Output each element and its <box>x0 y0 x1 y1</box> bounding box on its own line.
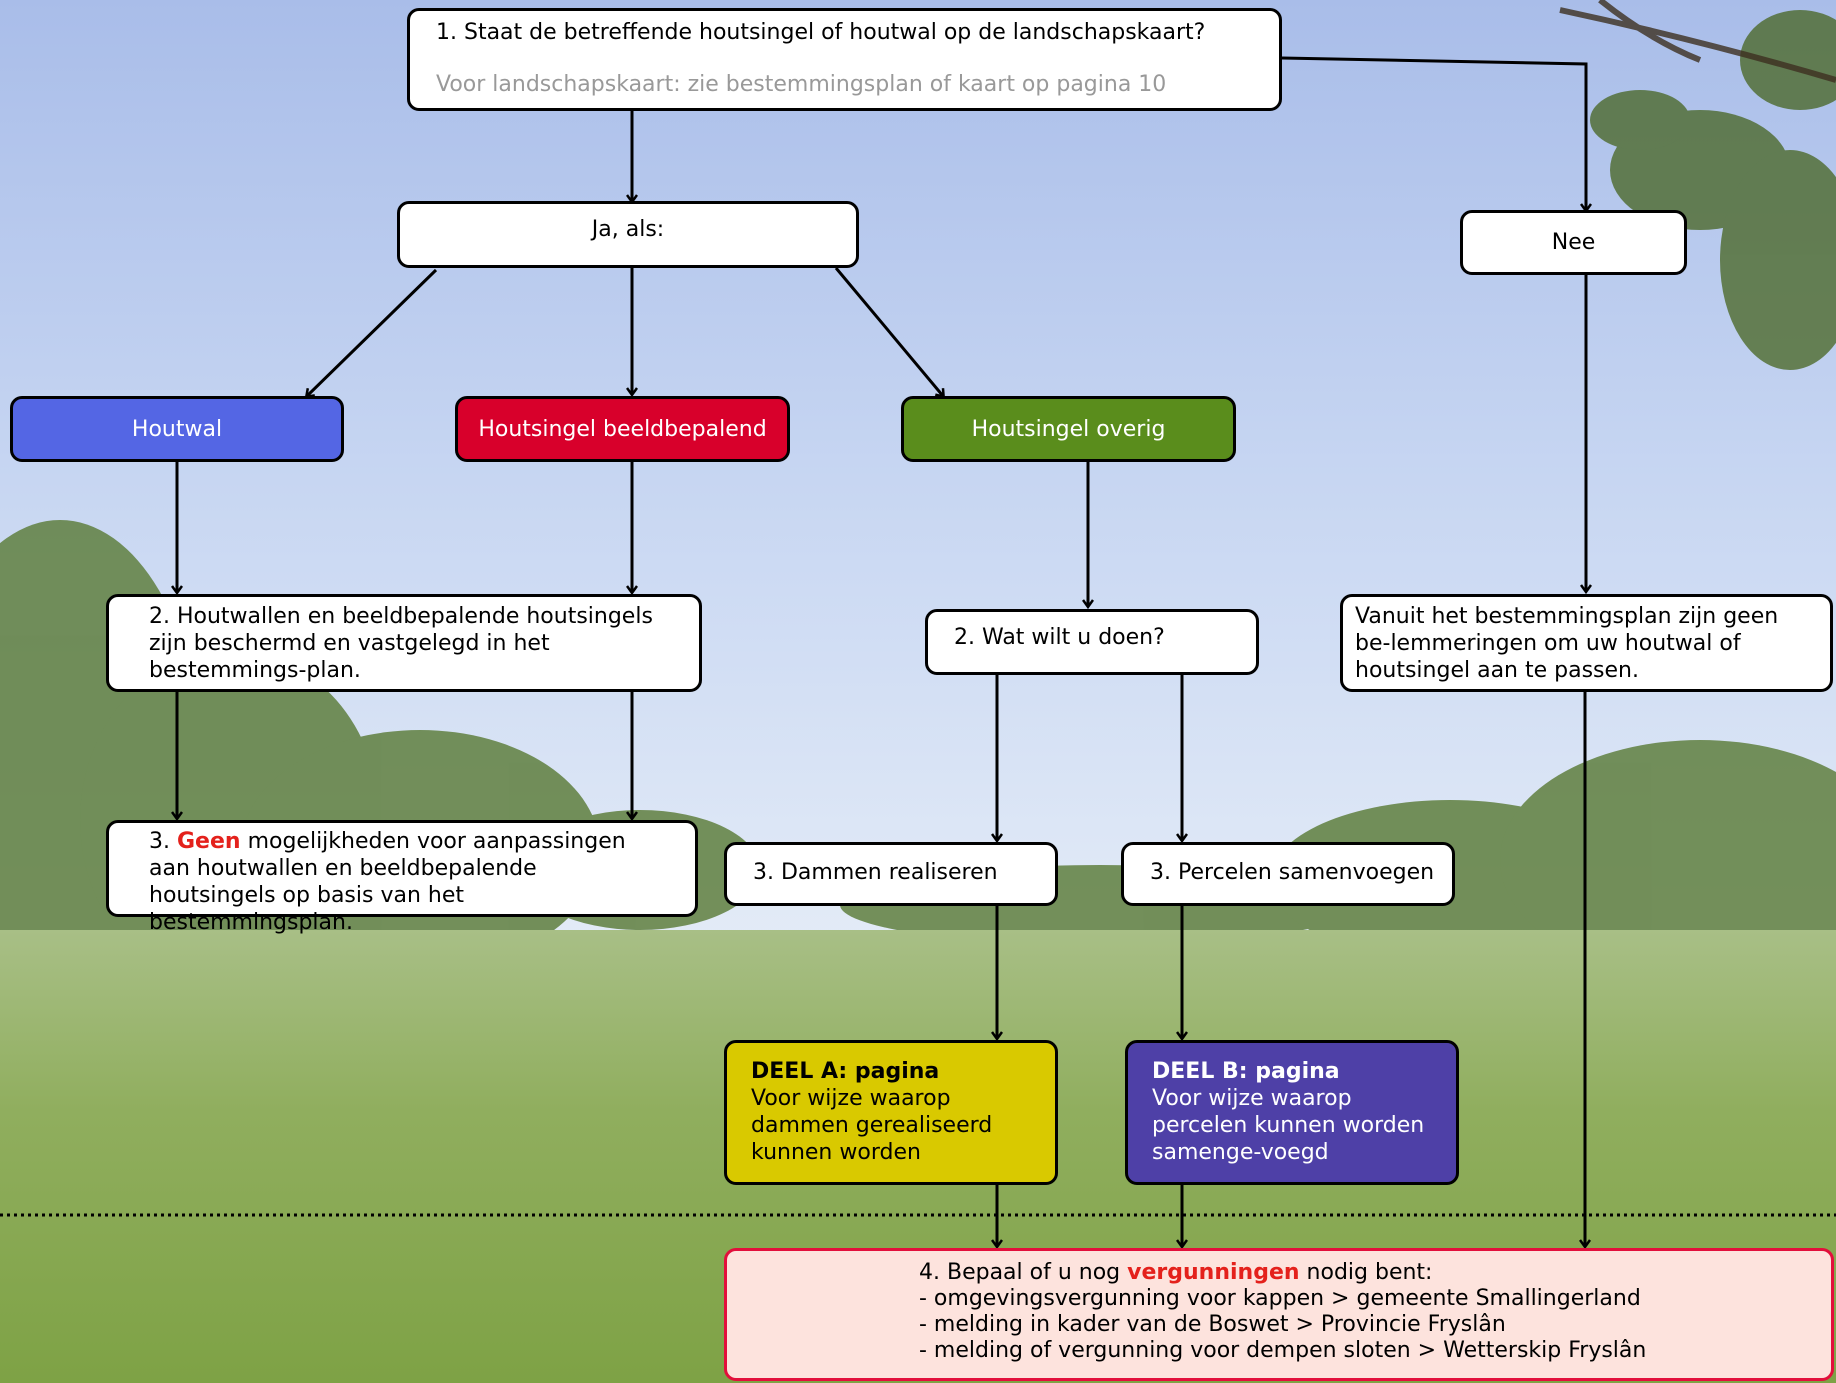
step-3-dammen-box: 3. Dammen realiseren <box>724 842 1058 906</box>
step-3-prefix: 3. <box>149 829 170 854</box>
step-2-protected-box: 2. Houtwallen en beeldbepalende houtsing… <box>106 594 702 692</box>
deel-b-text: Voor wijze waarop percelen kunnen worden… <box>1152 1086 1425 1165</box>
step-4-intro: 4. Bepaal of u nog <box>919 1260 1121 1285</box>
houtsingel-beeldbepalend-label: Houtsingel beeldbepalend <box>478 416 767 442</box>
houtsingel-overig-box: Houtsingel overig <box>901 396 1236 462</box>
step-4-intro-line: 4. Bepaal of u nog vergunningen nodig be… <box>919 1260 1831 1286</box>
step-4-emphasis: vergunningen <box>1127 1260 1300 1285</box>
nee-box: Nee <box>1460 210 1687 275</box>
step-2-protected-text: 2. Houtwallen en beeldbepalende houtsing… <box>149 604 653 683</box>
deel-a-box: DEEL A: pagina Voor wijze waarop dammen … <box>724 1040 1058 1185</box>
tree-branches <box>1590 10 1836 370</box>
question-1-hint: Voor landschapskaart: zie bestemmingspla… <box>436 72 1167 97</box>
houtsingel-overig-label: Houtsingel overig <box>971 416 1166 442</box>
houtsingel-beeldbepalend-box: Houtsingel beeldbepalend <box>455 396 790 462</box>
step-4-item: - melding in kader van de Boswet > Provi… <box>919 1312 1506 1337</box>
question-1-text: 1. Staat de betreffende houtsingel of ho… <box>436 20 1206 45</box>
deel-a-title: DEEL A: pagina <box>751 1059 940 1084</box>
nee-result-box: Vanuit het bestemmingsplan zijn geen be-… <box>1340 594 1833 692</box>
step-3-geen-box: 3. Geen mogelijkheden voor aanpassingen … <box>106 820 698 935</box>
ja-box: Ja, als: <box>397 201 859 268</box>
houtwal-label: Houtwal <box>131 416 223 442</box>
step-3-dammen-text: 3. Dammen realiseren <box>753 860 998 885</box>
step-4-box: 4. Bepaal of u nog vergunningen nodig be… <box>724 1248 1834 1381</box>
deel-a-text: Voor wijze waarop dammen gerealiseerd ku… <box>751 1086 993 1165</box>
ja-label: Ja, als: <box>591 217 665 242</box>
houtwal-box: Houtwal <box>10 396 344 462</box>
step-3-percelen-box: 3. Percelen samenvoegen <box>1121 842 1455 906</box>
step-4-item: - omgevingsvergunning voor kappen > geme… <box>919 1286 1641 1311</box>
question-1-box: 1. Staat de betreffende houtsingel of ho… <box>407 8 1282 111</box>
step-3-percelen-text: 3. Percelen samenvoegen <box>1150 860 1435 885</box>
nee-result-text: Vanuit het bestemmingsplan zijn geen be-… <box>1355 604 1779 683</box>
step-2-what-box: 2. Wat wilt u doen? <box>925 609 1259 675</box>
step-2-what-text: 2. Wat wilt u doen? <box>954 625 1165 650</box>
step-4-item: - melding of vergunning voor dempen slot… <box>919 1338 1647 1363</box>
step-4-intro-end: nodig bent: <box>1306 1260 1433 1285</box>
step-3-geen-emphasis: Geen <box>177 829 241 854</box>
deel-b-title: DEEL B: pagina <box>1152 1059 1340 1084</box>
deel-b-box: DEEL B: pagina Voor wijze waarop percele… <box>1125 1040 1459 1185</box>
step-3-geen-rest: mogelijkheden voor aanpassingen aan hout… <box>149 829 626 935</box>
nee-label: Nee <box>1551 230 1596 255</box>
